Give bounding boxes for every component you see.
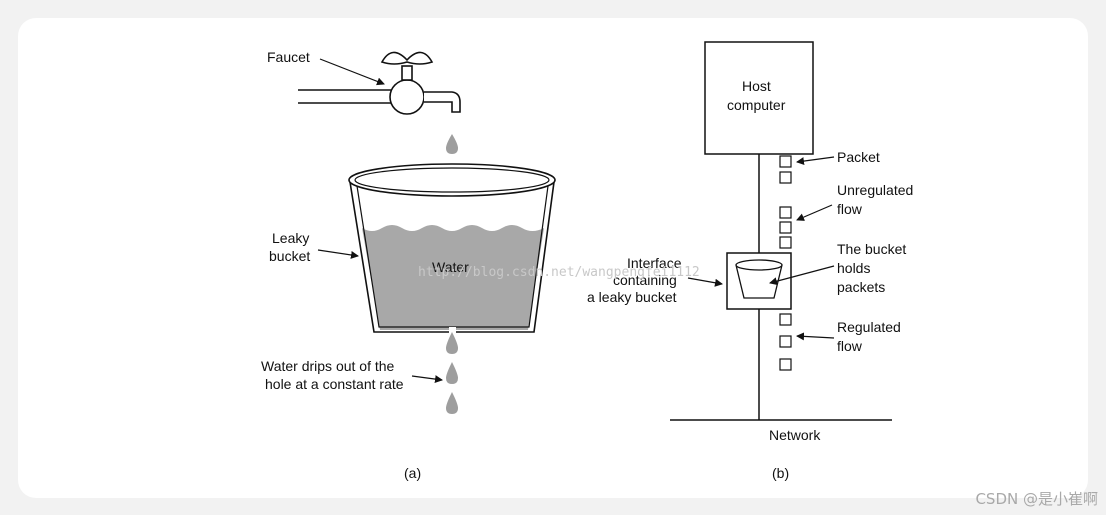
regulated-label-line1: Regulated — [837, 319, 901, 335]
holds-label-line3: packets — [837, 279, 885, 295]
water-label: Water — [432, 259, 469, 275]
packet-icon — [779, 206, 792, 219]
packet-label: Packet — [837, 149, 880, 165]
water-drop-icon — [446, 134, 458, 154]
packet-icon — [779, 221, 792, 234]
faucet-label: Faucet — [267, 49, 310, 65]
faucet-arrow — [319, 58, 385, 86]
faucet-icon — [298, 51, 461, 115]
holds-label-line1: The bucket — [837, 241, 906, 257]
host-label-line2: computer — [727, 97, 786, 113]
regulated-label-line2: flow — [837, 338, 863, 354]
host-computer-box — [704, 41, 814, 155]
water-drop-icon — [446, 392, 458, 414]
leaky-bucket-icon — [348, 163, 556, 333]
host-label-line1: Host — [742, 78, 771, 94]
bucket-arrow — [317, 249, 359, 259]
interface-arrow — [687, 277, 723, 287]
caption-a: (a) — [404, 465, 421, 481]
drips-label-line1: Water drips out of the — [261, 358, 395, 374]
panel-a: Water Faucet Leaky bucket Water drips ou… — [261, 49, 556, 481]
packet-icon — [779, 236, 792, 249]
packet-icon — [779, 358, 792, 371]
unregulated-label-line2: flow — [837, 201, 863, 217]
water-drop-icon — [446, 362, 458, 384]
brand-watermark: CSDN @是小崔啊 — [975, 490, 1098, 508]
water-drop-icon — [446, 332, 458, 354]
leaky-bucket-label-line2: bucket — [269, 248, 310, 264]
packet-icon — [779, 171, 792, 184]
unregulated-label-line1: Unregulated — [837, 182, 913, 198]
packet-icon — [779, 155, 792, 168]
leaky-bucket-label-line1: Leaky — [272, 230, 309, 246]
holds-arrow — [769, 265, 835, 286]
interface-label-line2: containing — [613, 272, 677, 288]
figure-card — [18, 18, 1088, 498]
caption-b: (b) — [772, 465, 789, 481]
packet-arrow — [796, 156, 835, 166]
panel-b: Host computer Network Packet Unregulated… — [587, 41, 913, 481]
network-label: Network — [769, 427, 821, 443]
packet-icon — [779, 335, 792, 348]
regulated-arrow — [796, 332, 835, 341]
drips-arrow — [411, 375, 443, 384]
small-bucket-icon — [735, 259, 783, 299]
unregulated-arrow — [796, 204, 833, 221]
interface-label-line3: a leaky bucket — [587, 289, 677, 305]
drips-label-line2: hole at a constant rate — [265, 376, 404, 392]
holds-label-line2: holds — [837, 260, 870, 276]
interface-label-line1: Interface — [627, 255, 682, 271]
watermark: http://blog.csdn.net/wangpengfei1112 — [418, 265, 700, 280]
packet-icon — [779, 313, 792, 326]
